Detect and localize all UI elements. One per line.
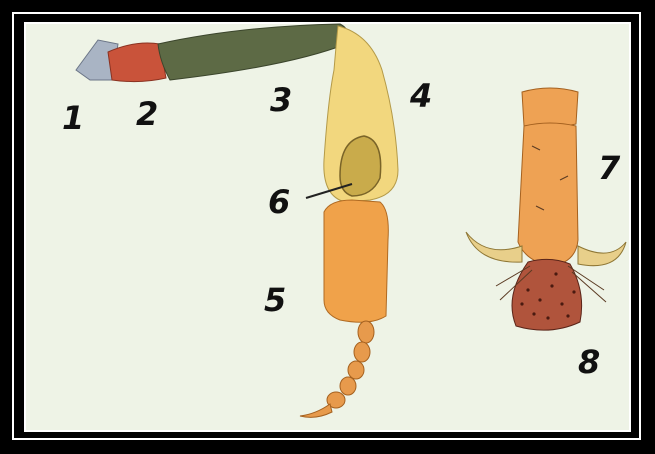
label-6: 6	[268, 186, 290, 218]
part-7-segment	[518, 123, 578, 266]
label-1: 1	[62, 102, 84, 134]
label-4: 4	[410, 80, 432, 112]
part-3-segment	[158, 24, 348, 80]
part-5-segment	[324, 200, 388, 322]
part-7-top	[522, 88, 578, 128]
tarsus-chain	[300, 321, 374, 417]
part-2-segment	[108, 43, 166, 82]
label-8: 8	[578, 346, 600, 378]
label-5: 5	[264, 284, 286, 316]
label-2: 2	[136, 98, 158, 130]
right-spur	[578, 242, 626, 266]
label-7: 7	[598, 152, 620, 184]
left-spur	[466, 232, 522, 262]
label-3: 3	[270, 84, 292, 116]
